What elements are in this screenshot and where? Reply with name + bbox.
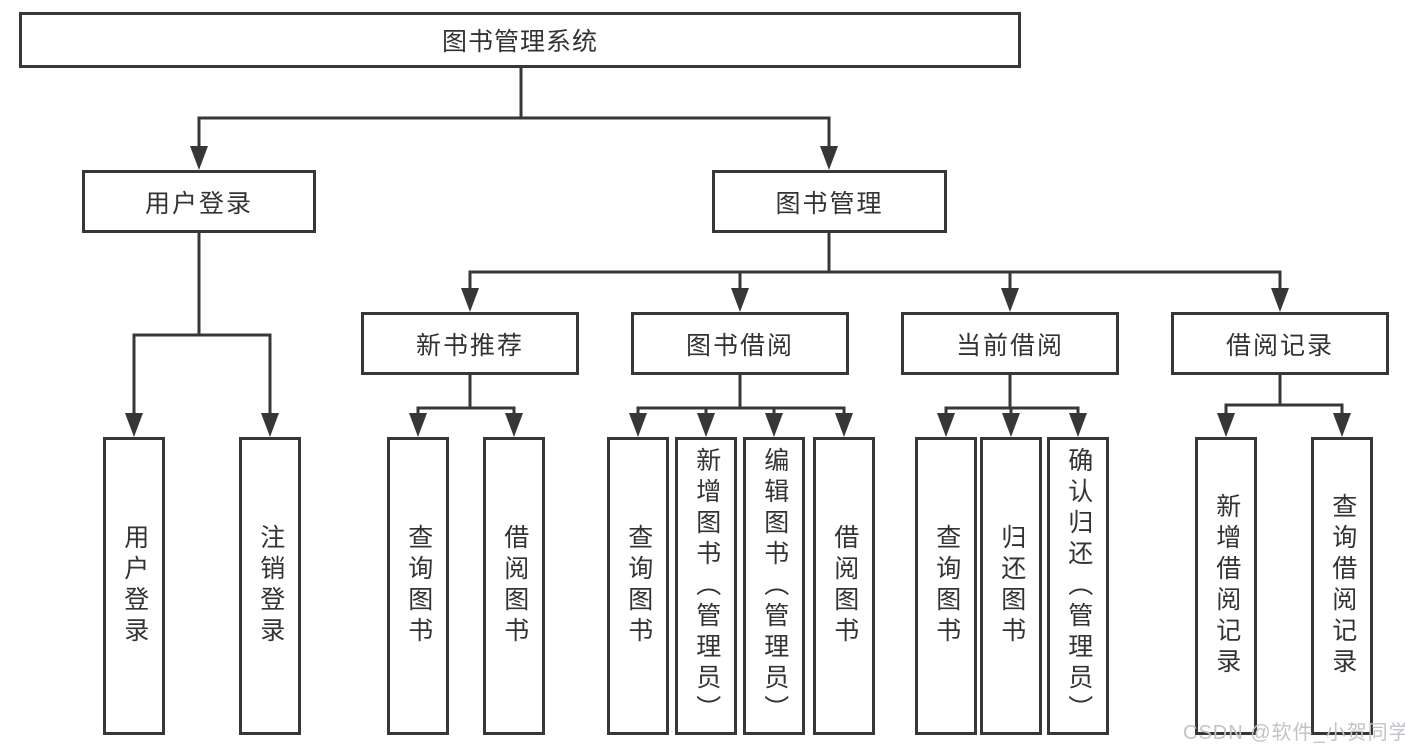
node-label: 查询借阅记录 — [1328, 493, 1357, 679]
node-current-borrowing: 当前借阅 — [901, 312, 1119, 375]
leaf-query-borrow-record: 查询借阅记录 — [1311, 437, 1373, 735]
node-label: 新书推荐 — [415, 331, 524, 360]
node-label: 确认归还（管理员） — [1064, 446, 1093, 726]
node-label: 注销登录 — [256, 524, 285, 648]
node-label: 查询图书 — [932, 524, 961, 648]
leaf-query-book-2: 查询图书 — [607, 437, 669, 735]
leaf-query-book-1: 查询图书 — [387, 437, 449, 735]
leaf-add-borrow-record: 新增借阅记录 — [1195, 437, 1257, 735]
node-label: 当前借阅 — [955, 331, 1064, 360]
leaf-confirm-return-admin: 确认归还（管理员） — [1047, 437, 1109, 735]
node-label: 用户登录 — [120, 524, 149, 648]
node-label: 用户登录 — [144, 189, 253, 218]
leaf-edit-book-admin: 编辑图书（管理员） — [743, 437, 805, 735]
node-borrowing-records: 借阅记录 — [1171, 312, 1389, 375]
node-label: 借阅图书 — [500, 524, 529, 648]
leaf-logout: 注销登录 — [239, 437, 301, 735]
leaf-query-book-3: 查询图书 — [915, 437, 977, 735]
leaf-borrow-book-2: 借阅图书 — [813, 437, 875, 735]
leaf-return-book: 归还图书 — [980, 437, 1042, 735]
node-label: 查询图书 — [624, 524, 653, 648]
node-label: 图书管理系统 — [441, 28, 598, 56]
node-label: 新增图书（管理员） — [692, 446, 721, 726]
leaf-user-login: 用户登录 — [103, 437, 165, 735]
node-book-management: 图书管理 — [712, 170, 947, 233]
node-label: 编辑图书（管理员） — [760, 446, 789, 726]
node-book-borrowing: 图书借阅 — [631, 312, 849, 375]
watermark: CSDN @软件_小贺同学 — [1183, 722, 1405, 744]
node-label: 图书管理 — [775, 189, 884, 218]
node-label: 借阅记录 — [1225, 331, 1334, 360]
node-new-book-recommend: 新书推荐 — [361, 312, 579, 375]
leaf-borrow-book-1: 借阅图书 — [483, 437, 545, 735]
arrowheads — [125, 146, 1351, 437]
node-user-login: 用户登录 — [82, 170, 316, 233]
node-label: 查询图书 — [404, 524, 433, 648]
node-label: 新增借阅记录 — [1212, 493, 1241, 679]
node-library-management-system: 图书管理系统 — [19, 12, 1021, 68]
node-label: 图书借阅 — [685, 331, 794, 360]
node-label: 借阅图书 — [830, 524, 859, 648]
node-label: 归还图书 — [997, 524, 1026, 648]
leaf-add-book-admin: 新增图书（管理员） — [675, 437, 737, 735]
